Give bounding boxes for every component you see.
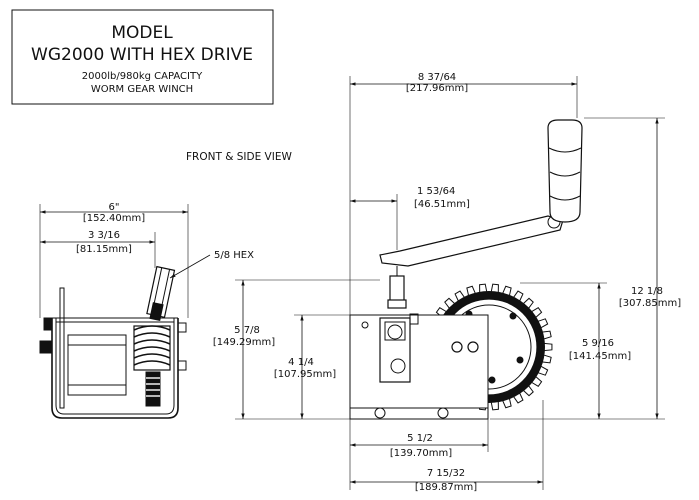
dim-gear-height-imperial: 5 9/16 xyxy=(582,338,614,349)
title-type: WORM GEAR WINCH xyxy=(91,84,193,95)
dim-base-width-metric: [139.70mm] xyxy=(390,448,452,459)
dim-left-height-imperial: 5 7/8 xyxy=(234,325,260,336)
side-nut-2 xyxy=(177,360,187,371)
dim-side-offset-imperial: 3 3/16 xyxy=(88,230,120,241)
side-hex-shaft xyxy=(146,265,176,321)
dim-overall-height-metric: [307.85mm] xyxy=(619,298,681,309)
title-model: MODEL xyxy=(111,23,173,43)
side-view: 6" [152.40mm] 3 3/16 [81.15mm] 5/8 HEX xyxy=(39,202,254,419)
side-plate xyxy=(59,287,65,409)
side-bolt-top xyxy=(43,317,53,331)
side-frame-inner xyxy=(55,318,175,415)
front-crank-arm xyxy=(379,215,564,267)
dim-handle-offset-metric: [46.51mm] xyxy=(414,199,470,210)
dim-base-height-imperial: 4 1/4 xyxy=(288,357,314,368)
dim-side-offset-metric: [81.15mm] xyxy=(76,244,132,255)
side-worm-spring xyxy=(133,325,171,371)
title-block: MODEL WG2000 WITH HEX DRIVE 2000lb/980kg… xyxy=(11,9,274,105)
front-handle-grip xyxy=(547,119,583,223)
title-block-frame xyxy=(11,9,274,105)
side-frame xyxy=(51,318,179,419)
front-hex-shaft xyxy=(389,275,405,303)
dim-base-height-metric: [107.95mm] xyxy=(274,369,336,380)
dim-left-height-metric: [149.29mm] xyxy=(213,337,275,348)
side-lower-shaft xyxy=(145,371,161,407)
side-nut-1 xyxy=(177,322,187,333)
dim-side-width-metric: [152.40mm] xyxy=(83,213,145,224)
front-base-hole-2 xyxy=(437,407,449,419)
dim-overall-top-metric: [217.96mm] xyxy=(406,83,468,94)
title-product: WG2000 WITH HEX DRIVE xyxy=(31,45,253,65)
front-view: 8 37/64 [217.96mm] 1 53/64 [46.51mm] 12 … xyxy=(213,72,681,493)
side-drum xyxy=(67,334,127,396)
dim-overall-height-imperial: 12 1/8 xyxy=(631,286,663,297)
title-capacity: 2000lb/980kg CAPACITY xyxy=(82,71,203,82)
dim-gear-height-metric: [141.45mm] xyxy=(569,351,631,362)
dim-overall-top-imperial: 8 37/64 xyxy=(418,72,456,83)
callout-hex-leader xyxy=(169,254,211,279)
gear-tooth xyxy=(543,342,553,352)
callout-hex: 5/8 HEX xyxy=(214,250,254,261)
dim-base-width-imperial: 5 1/2 xyxy=(407,433,433,444)
front-base-hole-1 xyxy=(374,407,386,419)
dim-handle-offset-imperial: 1 53/64 xyxy=(417,186,455,197)
view-label: FRONT & SIDE VIEW xyxy=(186,151,292,163)
side-bolt-mid xyxy=(39,340,53,354)
dim-overall-width-imperial: 7 15/32 xyxy=(427,468,465,479)
dim-overall-width-metric: [189.87mm] xyxy=(415,482,477,493)
dim-side-width-imperial: 6" xyxy=(109,202,120,213)
